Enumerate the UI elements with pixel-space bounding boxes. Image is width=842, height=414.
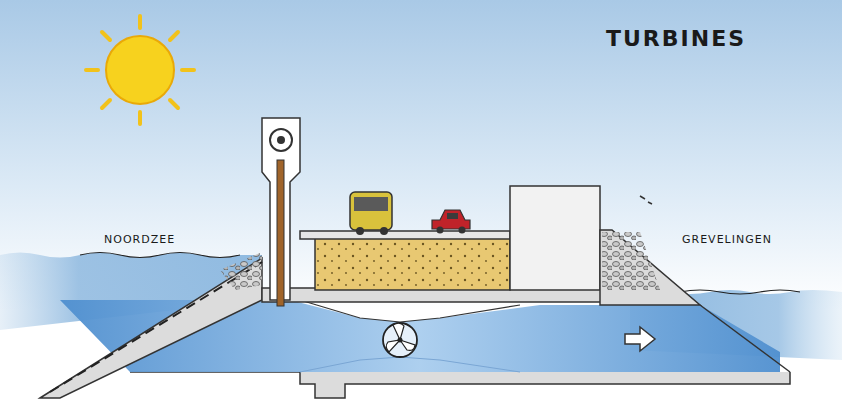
water-label: GREVELINGEN [682,233,772,246]
water-label: NOORDZEE [104,233,175,246]
turbine [383,323,417,357]
flow-arrow [625,327,655,351]
car [432,210,470,234]
bus [350,192,392,235]
gate-tower [262,118,300,306]
diagram-title: TURBINES [606,26,746,51]
sun [86,16,194,124]
